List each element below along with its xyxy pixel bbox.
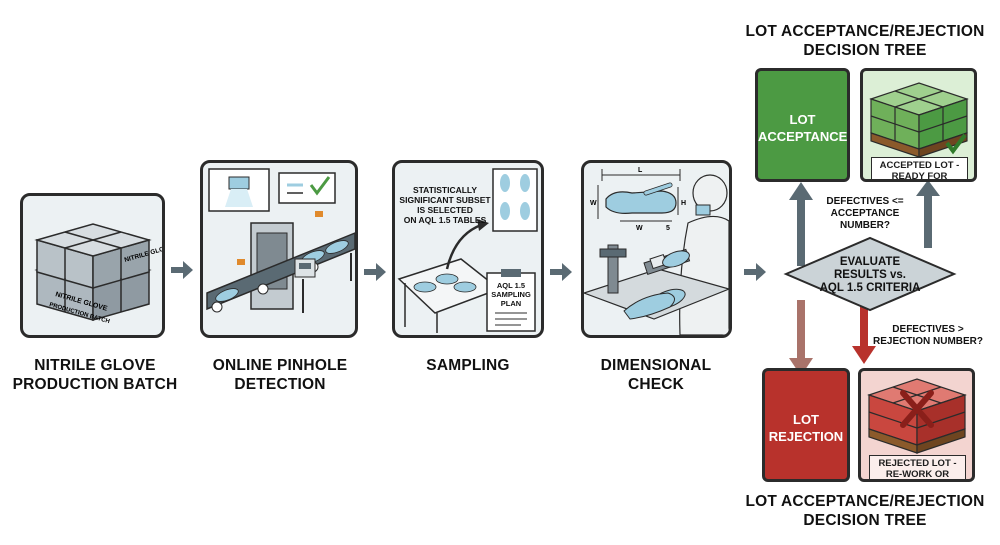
sampling-table-icon	[397, 168, 538, 333]
accepted-lot-label: ACCEPTED LOT - READY FOR SHIPMENT	[871, 157, 968, 179]
reject-condition: DEFECTIVES > REJECTION NUMBER?	[872, 324, 983, 347]
batch-caption: NITRILE GLOVE PRODUCTION BATCH	[12, 357, 178, 393]
sampling-note: STATISTICALLY SIGNIFICANT SUBSET IS SELE…	[399, 185, 491, 225]
glove-box-stack-icon: NITRILE GLOVE PRODUCTION BATCH NITRILE G…	[34, 223, 162, 325]
footer-title: LOT ACCEPTANCE/REJECTION DECISION TREE	[745, 493, 985, 529]
lot-rejection-box: LOT REJECTION	[762, 368, 850, 482]
flow-arrow-2	[364, 263, 386, 281]
rejected-pallet-icon	[867, 378, 967, 454]
lot-acceptance-box: LOT ACCEPTANCE	[755, 68, 850, 182]
dim-size-label: 5	[666, 225, 670, 232]
pinhole-panel	[200, 160, 358, 338]
decision-diamond	[783, 236, 957, 312]
rejected-lot-label: REJECTED LOT - RE-WORK OR DISPOSE	[869, 455, 966, 479]
dim-height-label: H	[681, 200, 686, 207]
accepted-pallet-icon	[869, 82, 969, 158]
sampling-caption: SAMPLING	[426, 357, 510, 374]
reject-x-icon	[900, 390, 934, 428]
dim-length-label: L	[638, 167, 643, 174]
decision-connectors	[783, 180, 957, 376]
decision-diamond-text: EVALUATE RESULTS vs. AQL 1.5 CRITERIA	[819, 256, 921, 294]
sampling-panel: STATISTICALLY SIGNIFICANT SUBSET IS SELE…	[392, 160, 544, 338]
accepted-lot-panel: ACCEPTED LOT - READY FOR SHIPMENT	[860, 68, 977, 182]
conveyor-scanner-icon	[206, 168, 355, 313]
sampling-clipboard-label: AQL 1.5 SAMPLING PLAN	[491, 281, 531, 308]
header-title: LOT ACCEPTANCE/REJECTION DECISION TREE	[745, 23, 985, 59]
flow-arrow-4	[744, 263, 766, 281]
flow-arrow-1	[171, 261, 193, 279]
lot-rejection-label: LOT REJECTION	[768, 412, 844, 444]
dimension-caption: DIMENSIONAL CHECK	[600, 357, 712, 393]
lot-acceptance-label: LOT ACCEPTANCE	[758, 112, 848, 144]
dimension-panel: L W H W 5	[581, 160, 732, 338]
pinhole-caption: ONLINE PINHOLE DETECTION	[212, 357, 348, 393]
flow-arrow-3	[550, 263, 572, 281]
batch-panel: NITRILE GLOVE PRODUCTION BATCH NITRILE G…	[20, 193, 165, 338]
caliper-measure-icon: L W H W 5	[584, 167, 729, 335]
accept-condition: DEFECTIVES <= ACCEPTANCE NUMBER?	[826, 196, 904, 231]
dim-width-label: W	[590, 200, 597, 207]
dim-width-lower-label: W	[636, 225, 643, 232]
rejected-lot-panel: REJECTED LOT - RE-WORK OR DISPOSE	[858, 368, 975, 482]
